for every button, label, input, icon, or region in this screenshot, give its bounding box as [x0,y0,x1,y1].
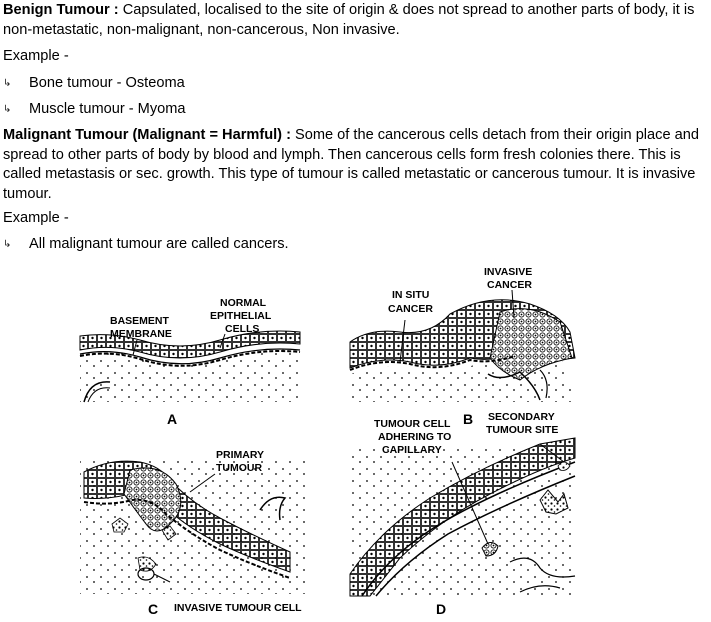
label-normal-epithelial-3: CELLS [225,323,259,335]
list-item: ↳ All malignant tumour are called cancers… [3,235,289,254]
list-item-text: Muscle tumour - Myoma [29,101,186,117]
malignant-text: Some of the cancerous cells detach from … [3,127,699,202]
malignant-paragraph: Malignant Tumour (Malignant = Harmful) :… [3,126,707,204]
panel-d: TUMOUR CELL ADHERING TO CAPILLARY SECOND… [349,411,576,617]
panel-letter-d: D [436,601,446,617]
malignant-example-label: Example - [3,210,69,226]
benign-example-label: Example - [3,48,69,64]
benign-text: Capsulated, localised to the site of ori… [3,2,695,38]
label-invasive-cancer-1: INVASIVE [484,266,532,278]
panel-a: BASEMENT MEMBRANE NORMAL EPITHELIAL CELL… [79,297,301,427]
label-normal-epithelial-1: NORMAL [220,297,267,309]
bullet-arrow-icon: ↳ [3,104,12,115]
label-normal-epithelial-2: EPITHELIAL [210,310,272,322]
panel-letter-a: A [167,411,177,427]
label-tumour-cell-adhering-1: TUMOUR CELL [374,418,451,430]
tumour-progression-diagram: BASEMENT MEMBRANE NORMAL EPITHELIAL CELL… [79,266,576,617]
label-in-situ-cancer-1: IN SITU [392,289,429,301]
label-secondary-tumour-site-2: TUMOUR SITE [486,424,558,436]
panel-b: IN SITU CANCER INVASIVE CANCER B [349,266,576,427]
list-item: ↳ Muscle tumour - Myoma [3,100,186,119]
label-basement-membrane-2: MEMBRANE [110,328,172,340]
label-primary-tumour-1: PRIMARY [216,449,264,461]
benign-heading: Benign Tumour : [3,2,119,18]
label-tumour-cell-adhering-2: ADHERING TO [378,431,451,443]
panel-letter-c: C [148,601,158,617]
panel-c: PRIMARY TUMOUR C INVASIVE TUMOUR CELL [80,449,310,617]
list-item-text: All malignant tumour are called cancers. [29,236,289,252]
bullet-arrow-icon: ↳ [3,78,12,89]
list-item-text: Bone tumour - Osteoma [29,75,185,91]
benign-paragraph: Benign Tumour : Capsulated, localised to… [3,1,707,40]
label-basement-membrane-1: BASEMENT [110,315,170,327]
list-item: ↳ Bone tumour - Osteoma [3,74,185,93]
malignant-heading: Malignant Tumour (Malignant = Harmful) : [3,127,291,143]
tumour-progression-figure: BASEMENT MEMBRANE NORMAL EPITHELIAL CELL… [70,262,585,622]
panel-letter-b: B [463,411,473,427]
label-tumour-cell-adhering-3: CAPILLARY [382,444,442,456]
label-secondary-tumour-site-1: SECONDARY [488,411,555,423]
label-invasive-tumour-cell: INVASIVE TUMOUR CELL [174,602,302,614]
label-in-situ-cancer-2: CANCER [388,303,433,315]
bullet-arrow-icon: ↳ [3,239,12,250]
label-invasive-cancer-2: CANCER [487,279,532,291]
label-primary-tumour-2: TUMOUR [216,462,262,474]
